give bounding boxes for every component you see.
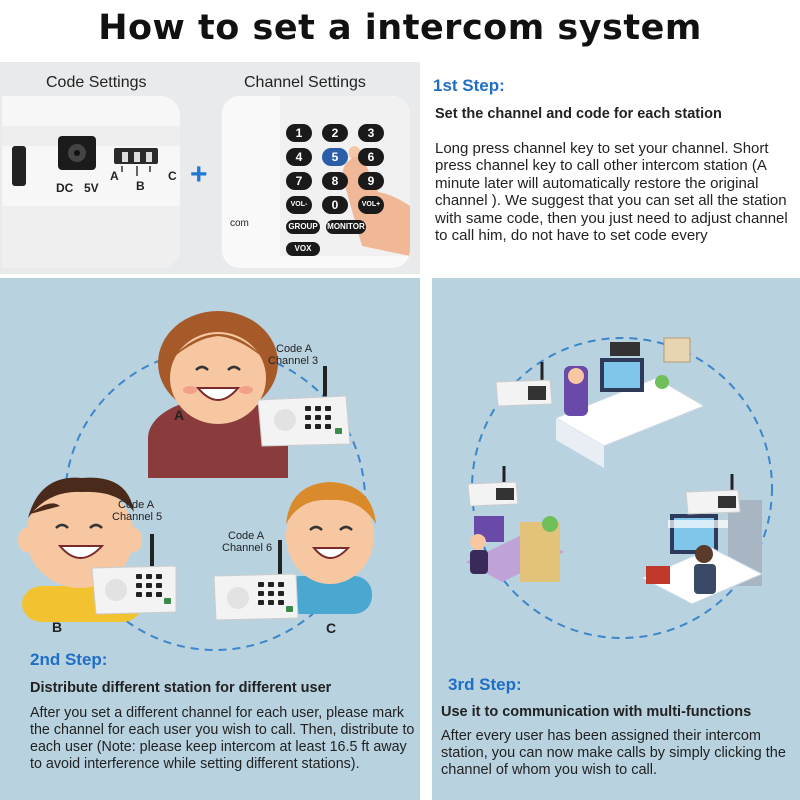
keypad-key: VOL- bbox=[286, 196, 312, 214]
keypad-key: 2 bbox=[322, 124, 348, 142]
device-a bbox=[257, 366, 351, 447]
office-top bbox=[495, 337, 706, 468]
label-switch-c: C bbox=[168, 169, 177, 183]
office-right bbox=[640, 474, 764, 605]
monitor-key: MONITOR bbox=[326, 220, 366, 234]
caption-channel-settings: Channel Settings bbox=[244, 74, 366, 91]
page-title: How to set a intercom system bbox=[98, 8, 702, 48]
panel-divider bbox=[420, 278, 432, 800]
step3-body: After every user has been assigned their… bbox=[441, 728, 786, 778]
label-switch-b: B bbox=[136, 179, 145, 193]
keypad-key: 1 bbox=[286, 124, 312, 142]
device-b bbox=[91, 534, 177, 615]
step1-body: Long press channel key to set your chann… bbox=[435, 140, 788, 245]
keypad-key: 3 bbox=[358, 124, 384, 142]
group-key: GROUP bbox=[286, 220, 320, 234]
plus-icon: + bbox=[190, 158, 208, 191]
user-b-code: Code A bbox=[118, 499, 155, 511]
keypad-key: VOL+ bbox=[358, 196, 384, 214]
label-dc: DC bbox=[56, 181, 74, 195]
user-a-letter: A bbox=[174, 407, 185, 423]
step1-title: 1st Step: bbox=[433, 76, 505, 95]
user-a-code: Code A bbox=[276, 343, 313, 355]
user-c-code: Code A bbox=[228, 530, 265, 542]
step2-subtitle: Distribute different station for differe… bbox=[30, 680, 332, 696]
user-b-letter: B bbox=[52, 619, 63, 635]
user-c-channel: Channel 6 bbox=[222, 542, 273, 554]
users-illustration bbox=[18, 311, 376, 651]
keypad-key: 9 bbox=[358, 172, 384, 190]
user-b-channel: Channel 5 bbox=[112, 511, 163, 523]
step3-subtitle: Use it to communication with multi-funct… bbox=[441, 704, 752, 720]
caption-code-settings: Code Settings bbox=[46, 74, 147, 91]
user-a-channel: Channel 3 bbox=[268, 355, 319, 367]
keypad-key: 8 bbox=[322, 172, 348, 190]
vox-key: VOX bbox=[286, 242, 320, 256]
keypad-key: 0 bbox=[322, 196, 348, 214]
label-com: com bbox=[230, 218, 249, 229]
label-5v: 5V bbox=[84, 181, 99, 195]
office-illustration bbox=[466, 337, 773, 639]
label-switch-a: A bbox=[110, 169, 119, 183]
device-c bbox=[213, 540, 299, 621]
code-settings-photo: DC 5V A B C bbox=[2, 96, 180, 268]
user-c-avatar bbox=[282, 482, 376, 614]
user-c-letter: C bbox=[326, 620, 337, 636]
keypad-key: 6 bbox=[358, 148, 384, 166]
step1-subtitle: Set the channel and code for each statio… bbox=[435, 106, 722, 122]
step2-title: 2nd Step: bbox=[30, 650, 108, 669]
step2-body: After you set a different channel for ea… bbox=[30, 705, 415, 772]
office-left bbox=[466, 466, 564, 582]
keypad-key: 7 bbox=[286, 172, 312, 190]
code-switch-illustration bbox=[2, 96, 180, 268]
keypad-key: 4 bbox=[286, 148, 312, 166]
step3-title: 3rd Step: bbox=[448, 675, 522, 694]
user-a-avatar bbox=[148, 311, 288, 478]
keypad-key: 5 bbox=[322, 148, 348, 166]
